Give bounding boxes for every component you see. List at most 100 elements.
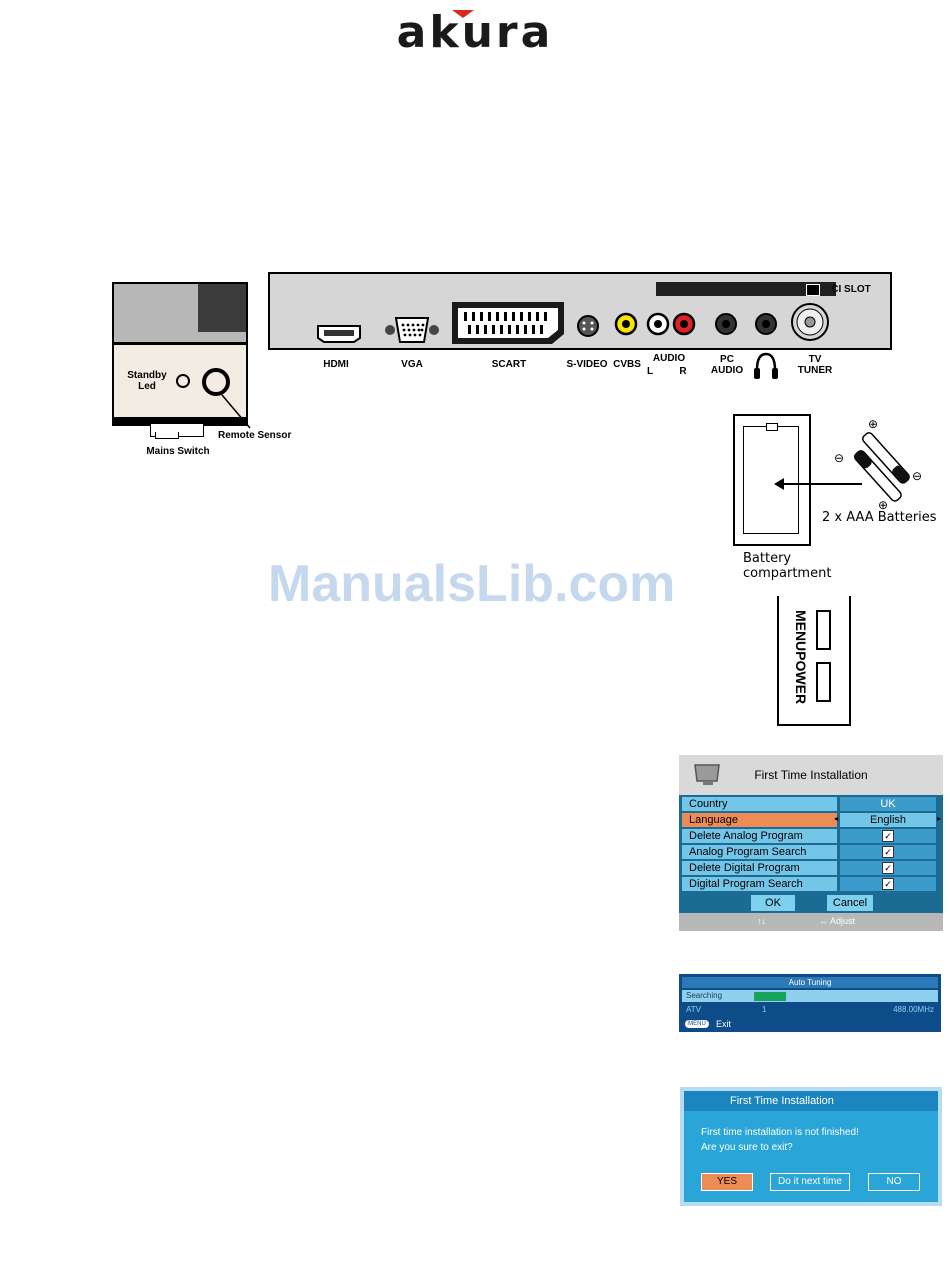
battery-compartment-label: Battery compartment [743, 551, 831, 581]
menu-button[interactable] [816, 610, 831, 650]
fti-footer-adjust-hint: ↔ Adjust [819, 916, 856, 926]
battery-compartment-line2: compartment [743, 566, 832, 581]
battery-arrow-head-icon [774, 478, 784, 490]
side-panel-base [114, 417, 246, 424]
battery-plus-bottom-icon: ⊕ [878, 498, 889, 512]
watermark: ManualsLib.com [268, 555, 676, 613]
aaa-batteries-icon [853, 432, 910, 502]
auto-tuning-footer: MENU Exit [682, 1018, 938, 1030]
fti-row-label: Language [682, 813, 837, 827]
dialog-message-line1: First time installation is not finished! [701, 1127, 859, 1138]
s-video-label: S-VIDEO [566, 359, 608, 370]
fti-row-value: UK [840, 797, 936, 811]
dialog-title: First Time Installation [684, 1091, 938, 1111]
power-button[interactable] [816, 662, 831, 702]
dialog-body: First Time Installation First time insta… [684, 1091, 938, 1202]
searching-label: Searching [686, 991, 723, 1000]
hdmi-label: HDMI [323, 359, 349, 370]
remote-sensor-label: Remote Sensor [218, 430, 292, 441]
battery-minus-right-icon: ⊖ [912, 469, 923, 483]
battery-insert-arrow-icon [780, 483, 862, 485]
fti-row-label: Delete Analog Program [682, 829, 837, 843]
checkbox-icon[interactable]: ✓ [882, 830, 894, 842]
fti-row-delete-analog[interactable]: Delete Analog Program ✓ [682, 829, 941, 843]
fti-row-language[interactable]: Language English ◂ ▸ [682, 813, 941, 827]
audio-l-label: L [646, 366, 654, 377]
fti-row-value: ✓ [840, 861, 936, 875]
arrow-left-icon[interactable]: ◂ [834, 814, 839, 823]
tv-icon [694, 764, 720, 785]
tuning-type: ATV [686, 1005, 701, 1014]
audio-r-label: R [679, 366, 687, 377]
battery-compartment-line1: Battery [743, 551, 792, 566]
battery-notch-icon [766, 423, 778, 431]
pc-audio-label-line2: AUDIO [710, 365, 744, 376]
fti-row-label: Analog Program Search [682, 845, 837, 859]
side-panel-bezel [198, 284, 246, 332]
vga-port-icon [385, 317, 439, 343]
headphone-icon [754, 352, 778, 379]
battery-compartment-icon [733, 414, 811, 546]
tv-tuner-label-line2: TUNER [797, 365, 833, 376]
pc-audio-port-icon [715, 313, 737, 335]
batteries-label: 2 x AAA Batteries [822, 510, 937, 525]
battery-minus-left-icon: ⊖ [834, 451, 845, 465]
headphone-port-icon [755, 313, 777, 335]
menu-key-icon: MENU [685, 1020, 709, 1028]
searching-row: Searching [682, 990, 938, 1002]
battery-compartment-inner [743, 423, 799, 534]
s-video-port-icon [577, 315, 599, 337]
yes-button[interactable]: YES [701, 1173, 753, 1191]
fti-row-label: Digital Program Search [682, 877, 837, 891]
fti-row-value: ✓ [840, 829, 936, 843]
fti-footer: ↑↓ ↔ Adjust [679, 913, 943, 931]
logo-accent-icon [452, 10, 474, 18]
tv-tuner-label-line1: TV [808, 354, 822, 365]
fti-row-value: English [840, 813, 936, 827]
fti-row-label: Country [682, 797, 837, 811]
fti-row-value: ✓ [840, 845, 936, 859]
remote-sensor-pointer-icon [221, 394, 251, 429]
exit-hint[interactable]: Exit [716, 1019, 732, 1029]
arrow-right-icon[interactable]: ▸ [937, 814, 942, 823]
battery-plus-top-icon: ⊕ [868, 417, 879, 431]
tuning-channel: 1 [762, 1005, 767, 1014]
vga-label: VGA [401, 359, 423, 370]
fti-row-analog-search[interactable]: Analog Program Search ✓ [682, 845, 941, 859]
search-progress-bar [754, 992, 786, 1001]
fti-options: Country UK Language English ◂ ▸ Delete A… [679, 795, 943, 931]
auto-tuning-panel: Auto Tuning Searching ATV 1 488.00MHz ME… [679, 974, 941, 1032]
ok-button[interactable]: OK [751, 895, 795, 911]
first-time-installation-menu: First Time Installation Country UK Langu… [679, 755, 943, 931]
fti-row-value: ✓ [840, 877, 936, 891]
do-it-next-time-button[interactable]: Do it next time [770, 1173, 850, 1191]
tv-top-buttons-panel [777, 596, 851, 726]
exit-confirmation-dialog: First Time Installation First time insta… [680, 1087, 942, 1206]
button-labels-text: MENUPOWER [793, 609, 809, 705]
standby-led-label: Standby Led [127, 370, 167, 392]
mains-switch-knob-icon [155, 432, 179, 439]
tuning-frequency: 488.00MHz [893, 1005, 934, 1014]
fti-row-country[interactable]: Country UK [682, 797, 941, 811]
ci-slot-card-icon [806, 284, 820, 296]
logo-text: akura [396, 7, 554, 58]
fti-row-delete-digital[interactable]: Delete Digital Program ✓ [682, 861, 941, 875]
fti-row-digital-search[interactable]: Digital Program Search ✓ [682, 877, 941, 891]
checkbox-icon[interactable]: ✓ [882, 878, 894, 890]
scart-port-icon [452, 302, 564, 344]
audio-right-port-icon [672, 312, 696, 336]
fti-title: First Time Installation [754, 768, 868, 782]
audio-left-port-icon [646, 312, 670, 336]
checkbox-icon[interactable]: ✓ [882, 846, 894, 858]
ci-slot [656, 282, 836, 296]
fti-footer-move-hint: ↑↓ [757, 916, 766, 926]
checkbox-icon[interactable]: ✓ [882, 862, 894, 874]
tuning-status-row: ATV 1 488.00MHz [682, 1004, 938, 1016]
cancel-button[interactable]: Cancel [827, 895, 873, 911]
auto-tuning-title: Auto Tuning [682, 977, 938, 988]
button-labels: MENUPOWER [793, 603, 809, 715]
no-button[interactable]: NO [868, 1173, 920, 1191]
scart-label: SCART [491, 359, 527, 370]
audio-label: AUDIO [652, 353, 686, 364]
cvbs-port-icon [614, 312, 638, 336]
